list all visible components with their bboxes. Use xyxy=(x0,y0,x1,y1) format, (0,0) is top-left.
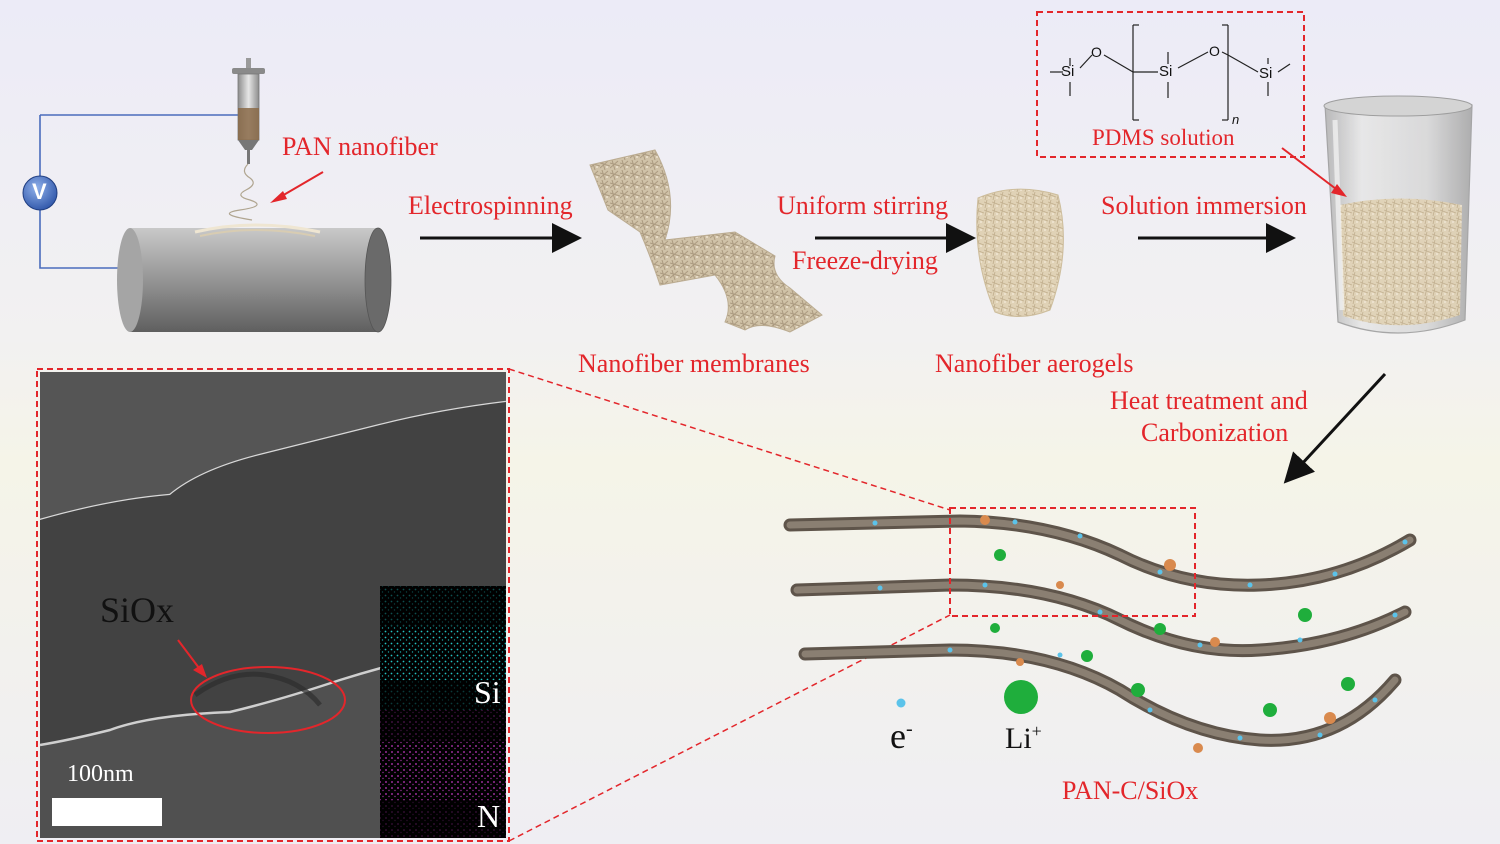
legend-lithium-dot xyxy=(1004,680,1038,714)
nanofiber-membrane-image xyxy=(589,149,823,333)
pan-nanofiber-label: PAN nanofiber xyxy=(282,132,438,161)
tem-image xyxy=(39,372,507,838)
fiber-jet xyxy=(228,163,258,221)
electrospinning-label: Electrospinning xyxy=(408,191,573,220)
uniform-stirring-label: Uniform stirring xyxy=(777,191,949,220)
solution-immersion-label: Solution immersion xyxy=(1101,191,1307,220)
pdms-si-2: Si xyxy=(1159,63,1173,80)
cylinder-collector-icon xyxy=(117,223,392,333)
voltage-source-icon xyxy=(22,175,58,211)
siox-highlight-ellipse xyxy=(190,666,346,734)
pdms-o-2: O xyxy=(1209,43,1220,59)
nanofiber-aerogel-image xyxy=(976,188,1064,317)
pdms-o-1: O xyxy=(1091,44,1102,60)
pdms-pointer xyxy=(1281,147,1341,193)
nanofiber-membranes-label: Nanofiber membranes xyxy=(578,349,810,378)
lithium-dots xyxy=(990,549,1355,717)
electron-charge: - xyxy=(905,718,913,740)
pdms-solution-label: PDMS solution xyxy=(1092,125,1235,150)
scale-bar-label: 100nm xyxy=(67,761,134,787)
siox-label: SiOx xyxy=(100,590,175,630)
pdms-si-3: Si xyxy=(1259,65,1273,82)
pdms-si-1: Si xyxy=(1061,63,1075,80)
heat-treatment-label: Heat treatment and xyxy=(1110,386,1308,415)
scale-bar xyxy=(52,798,162,826)
pdms-n-subscript: n xyxy=(1232,112,1240,127)
nanofiber-aerogels-label: Nanofiber aerogels xyxy=(935,349,1134,378)
pdms-structure-box xyxy=(1036,11,1305,158)
legend-electron-label: e- xyxy=(890,718,913,754)
zoom-region-box xyxy=(949,507,1196,617)
legend-lithium-label: Li+ xyxy=(1005,722,1042,754)
lithium-symbol: Li xyxy=(1005,722,1032,755)
tem-frame xyxy=(36,368,510,842)
electron-dots xyxy=(872,519,1408,741)
circuit-wire xyxy=(39,115,122,269)
legend-electron-dot xyxy=(896,698,906,708)
arrow-heat-treatment xyxy=(1283,372,1387,484)
freeze-drying-label: Freeze-drying xyxy=(792,246,938,275)
syringe-icon xyxy=(232,58,265,164)
pdms-structure-formula xyxy=(1050,24,1291,121)
map-n-label: N xyxy=(477,798,501,834)
carbonization-label: Carbonization xyxy=(1141,418,1289,447)
beaker-icon xyxy=(1323,95,1473,334)
voltage-label: V xyxy=(32,179,47,204)
map-si-label: Si xyxy=(474,674,501,710)
electron-symbol: e xyxy=(890,716,906,756)
siox-particles xyxy=(980,515,1336,753)
zoom-connector-top xyxy=(508,368,951,511)
lithium-charge: + xyxy=(1031,721,1042,741)
electrospinning-setup xyxy=(22,58,392,333)
product-label: PAN-C/SiOx xyxy=(1062,776,1199,805)
carbon-fibers xyxy=(783,514,1417,747)
